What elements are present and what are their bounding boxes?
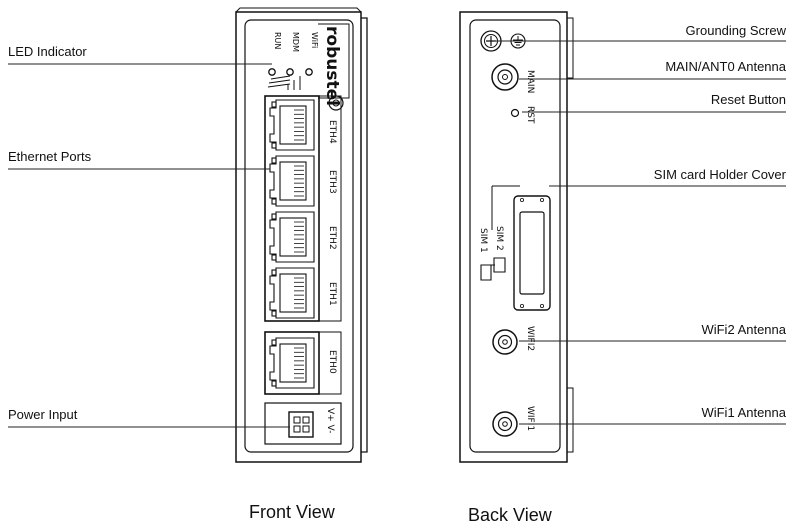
power-connector [288,411,314,438]
label-sim2: SIM 2 [494,226,504,251]
callout-power-input: Power Input [8,407,78,422]
led-label-run: RUN [273,32,282,49]
label-main: MAIN [525,70,535,93]
callout-reset-button: Reset Button [710,92,786,107]
power-label: V+ V- [325,408,335,433]
sim-holder-cover [480,185,551,311]
rj45-port-eth2 [269,211,315,263]
rj45-port-eth4 [269,99,315,151]
callout-main-antenna: MAIN/ANT0 Antenna [665,59,786,74]
label-sim1: SIM 1 [478,228,488,253]
wifi2-antenna-connector [492,329,518,355]
rj45-port-eth0 [269,337,315,389]
led-mdm [286,68,294,76]
ethernet-ports [269,99,315,389]
main-antenna-connector [491,63,519,91]
callout-ethernet-ports: Ethernet Ports [8,149,92,164]
port-label-eth4: ETH4 [327,120,337,144]
port-label-eth0: ETH0 [327,350,337,374]
callout-wifi1-antenna: WiFi1 Antenna [701,405,786,420]
label-rst: RST [525,106,535,124]
port-label-eth1: ETH1 [327,282,337,306]
led-label-mdm: MDM [291,32,300,52]
label-wifi2: WIFI2 [525,326,535,351]
reset-hole [510,108,520,118]
rj45-port-eth1 [269,267,315,319]
callout-led-indicator: LED Indicator [8,44,87,59]
port-label-eth3: ETH3 [327,170,337,194]
callout-wifi2-antenna: WiFi2 Antenna [701,322,786,337]
rj45-port-eth3 [269,155,315,207]
callout-grounding-screw: Grounding Screw [685,23,786,38]
caption-back-view: Back View [468,505,552,525]
brand-logo: robustel [322,26,342,106]
caption-front-view: Front View [249,502,335,522]
back-device [459,11,574,463]
led-wifi [305,68,313,76]
leader-lines [8,40,786,428]
port-label-eth2: ETH2 [327,226,337,250]
wifi1-antenna-connector [492,411,518,437]
led-label-wifi: WiFi [310,32,319,48]
label-wifi1: WIFI1 [525,406,535,431]
callout-sim-cover: SIM card Holder Cover [653,167,786,182]
front-device [235,7,368,463]
led-run [268,68,276,76]
